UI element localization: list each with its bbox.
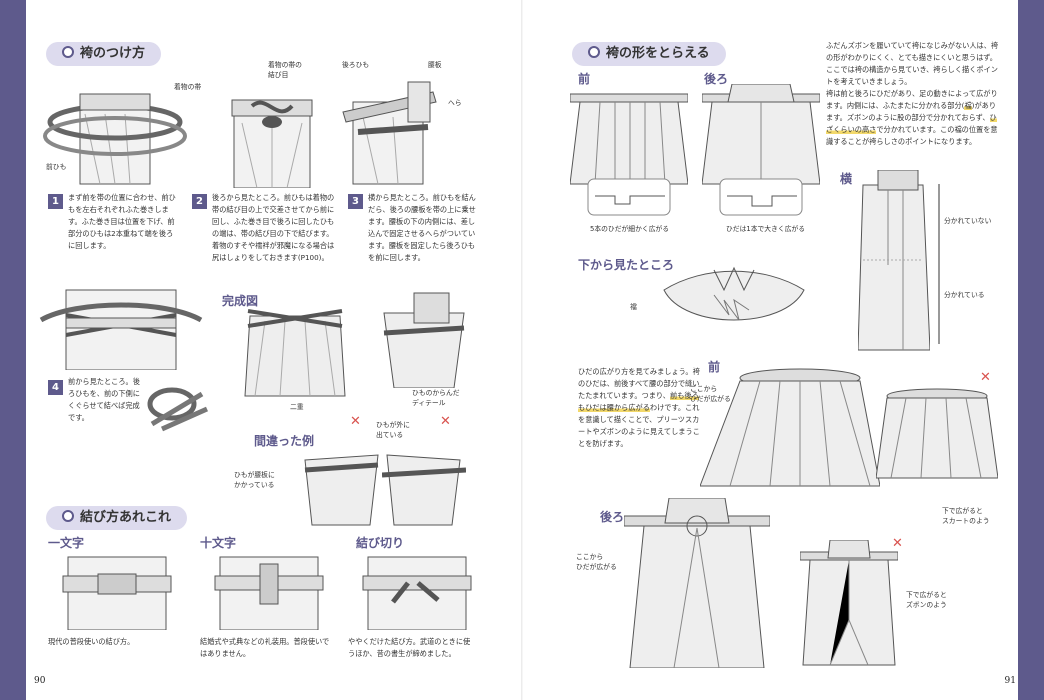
step-3-number: 3 <box>348 194 363 209</box>
heading-yoko: 横 <box>840 172 853 186</box>
step-1-text: まず前を帯の位置に合わせ、前ひもを左右それぞれふた巻きします。ふた巻き目は位置を… <box>68 193 176 250</box>
knot-title-musubikiri: 結び切り <box>356 536 405 550</box>
knot-text-juumonji: 結婚式や式典などの礼装用。普段使いではありません。 <box>200 637 330 658</box>
measure-line <box>938 184 940 344</box>
illustration-ichimonji <box>62 556 172 630</box>
wrong-mark-3: ✕ <box>980 370 991 385</box>
wrong-mark-2: ✕ <box>440 414 451 429</box>
illustration-back-knot <box>231 99 313 188</box>
label-ushirohimo: 後ろひも <box>342 61 370 69</box>
intro-text: ふだんズボンを履いていて袴になじみがない人は、袴の形がわかりにくく、とても描きに… <box>826 41 999 146</box>
illustration-skirt-like <box>876 388 998 479</box>
heading-ushiro2: 後ろ <box>600 510 625 524</box>
label-musubime: 着物の帯の 結び目 <box>268 61 302 79</box>
label-nijuu: 二重 <box>290 403 304 411</box>
section-title-tsukekata: 袴のつけ方 <box>46 42 162 66</box>
illustration-musubikiri <box>362 556 472 630</box>
knot-text-musubikiri: ややくだけた結び方。武道のときに使うほか、昔の書生が締めました。 <box>348 637 471 658</box>
illustration-front-wrap <box>43 93 187 185</box>
illustration-complete-side <box>383 292 465 388</box>
heading-machigai: 間違った例 <box>254 434 315 448</box>
label-hera: へら <box>448 99 462 107</box>
label-detail: ひものからんだ ディテール <box>412 389 460 407</box>
label-wakarete-inai: 分かれていない <box>944 217 992 225</box>
illustration-side-hakama <box>858 170 930 351</box>
heading-kanseizu: 完成図 <box>222 294 259 308</box>
label-koshiita-kakaru: ひもが腰板に かかっている <box>234 471 275 489</box>
step-4-text: 前から見たところ。後ろひもを、前の下側にくぐらせて結べば完成です。 <box>68 377 140 422</box>
wrong-mark-1: ✕ <box>350 414 361 429</box>
label-wakarete-iru: 分かれている <box>944 291 985 299</box>
caption-ushiro: ひだは1本で大きく広がる <box>726 225 806 233</box>
label-obi: 着物の帯 <box>174 83 202 91</box>
caption-mae: 5本のひだが細かく広がる <box>590 225 670 233</box>
step-3-text: 横から見たところ。前ひもを結んだら、後ろの腰板を帯の上に乗せます。腰板の下の内側… <box>368 193 476 262</box>
illustration-front-finished <box>39 289 203 370</box>
illustration-side-koshiita <box>342 81 437 185</box>
label-machi: 襠 <box>630 303 637 311</box>
label-zubon: 下で広がると ズボンのよう <box>906 591 947 609</box>
heading-mae: 前 <box>578 72 591 86</box>
label-kokokara-1: ここから ひだが広がる <box>690 385 731 403</box>
right-page-edge <box>1018 0 1044 700</box>
left-page-edge <box>0 0 26 700</box>
illustration-back-hakama <box>702 84 820 216</box>
section-title-musubikata: 結び方あれこれ <box>46 506 188 530</box>
illustration-wrong-1 <box>304 454 379 526</box>
illustration-back-pleats <box>624 498 770 668</box>
illustration-knot-ring <box>147 387 209 432</box>
heading-shita: 下から見たところ <box>578 258 675 272</box>
illustration-front-pleats <box>700 368 880 487</box>
book-spine <box>521 0 523 700</box>
section-title-katachi: 袴の形をとらえる <box>572 42 726 66</box>
illustration-bottom-view <box>663 266 805 321</box>
label-maehimo: 前ひも <box>46 163 67 171</box>
illustration-complete-front <box>244 309 346 397</box>
knot-title-ichimonji: 一文字 <box>48 536 85 550</box>
knot-title-juumonji: 十文字 <box>200 536 237 550</box>
illustration-wrong-2 <box>382 454 466 526</box>
illustration-juumonji <box>214 556 324 630</box>
step-2-text: 後ろから見たところ。前ひもは着物の帯の結び目の上で交差させてから前に回し、ふた巻… <box>212 193 335 262</box>
knot-text-ichimonji: 現代の普段使いの結び方。 <box>48 637 135 646</box>
label-skirt: 下で広がると スカートのよう <box>942 507 990 525</box>
step-1-number: 1 <box>48 194 63 209</box>
page-number-right: 91 <box>1004 676 1016 686</box>
label-himo-soto: ひもが外に 出ている <box>376 421 410 439</box>
label-kokokara-2: ここから ひだが広がる <box>576 553 617 571</box>
label-koshiita: 腰板 <box>428 61 442 69</box>
heading-mae2: 前 <box>708 360 721 374</box>
step-2-number: 2 <box>192 194 207 209</box>
illustration-pants-like <box>800 540 898 666</box>
step-4-number: 4 <box>48 380 63 395</box>
wrong-mark-4: ✕ <box>892 536 903 551</box>
page-number-left: 90 <box>34 676 46 686</box>
illustration-front-hakama <box>570 93 688 216</box>
heading-ushiro: 後ろ <box>704 72 729 86</box>
hida-text: ひだの広がり方を見てみましょう。袴のひだは、前後すべて腰の部分で縫いたたまれてい… <box>578 367 700 448</box>
